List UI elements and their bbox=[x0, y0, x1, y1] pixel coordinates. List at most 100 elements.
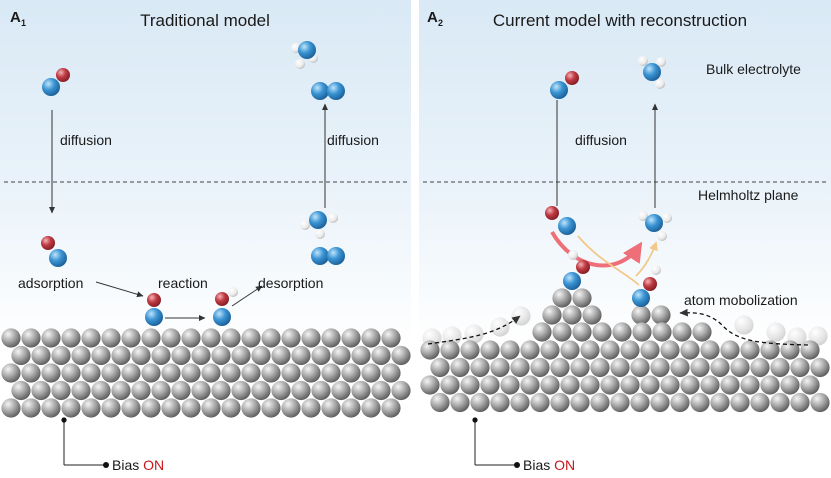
metal-atom bbox=[121, 328, 141, 348]
metal-atom bbox=[161, 398, 181, 418]
metal-atom bbox=[600, 375, 620, 395]
metal-atom bbox=[610, 392, 630, 413]
reacted-intermediate-a2 bbox=[632, 265, 661, 307]
metal-atom bbox=[61, 398, 81, 418]
metal-atom bbox=[301, 398, 321, 418]
metal-atom bbox=[51, 380, 71, 401]
product-molecule-bulk-a1 bbox=[291, 41, 318, 69]
metal-atom bbox=[261, 328, 281, 348]
reconstructed-atom bbox=[562, 305, 582, 325]
dimer-molecule-bulk-a1 bbox=[311, 82, 345, 100]
reconstructed-atom bbox=[532, 322, 552, 342]
metal-atom bbox=[241, 328, 261, 348]
metal-atom bbox=[161, 328, 181, 348]
metal-atom bbox=[770, 357, 790, 378]
metal-atom bbox=[211, 345, 231, 366]
reactant-molecule-bulk-a1 bbox=[42, 68, 70, 96]
metal-atom bbox=[141, 363, 161, 383]
diffusion-label-right: diffusion bbox=[327, 132, 379, 148]
metal-atom bbox=[351, 380, 371, 401]
metal-atom bbox=[490, 357, 510, 378]
metal-atom bbox=[540, 340, 560, 360]
electrolyte-region-a1 bbox=[0, 0, 411, 345]
metal-atom bbox=[31, 345, 51, 366]
mobilizing-atom bbox=[734, 315, 754, 335]
metal-atom bbox=[251, 380, 271, 401]
metal-atom bbox=[21, 328, 41, 348]
metal-atom bbox=[600, 340, 620, 360]
metal-atom bbox=[181, 328, 201, 348]
adsorption-arrow bbox=[95, 281, 144, 298]
metal-atom bbox=[790, 357, 810, 378]
metal-atom bbox=[321, 328, 341, 348]
metal-atom bbox=[191, 380, 211, 401]
metal-atom bbox=[91, 345, 111, 366]
product-molecule-helmholtz-a2 bbox=[638, 211, 672, 241]
metal-atom bbox=[41, 328, 61, 348]
metal-atom bbox=[201, 328, 221, 348]
metal-atom bbox=[281, 328, 301, 348]
metal-atom bbox=[610, 357, 630, 378]
metal-atom bbox=[490, 392, 510, 413]
electrode-contact-a2 bbox=[472, 417, 478, 423]
metal-atom bbox=[291, 345, 311, 366]
panel-a2-subscript: 2 bbox=[438, 18, 443, 28]
reconstructed-atom bbox=[582, 305, 602, 325]
metal-atom bbox=[430, 357, 450, 378]
metal-atom bbox=[580, 375, 600, 395]
metal-atom bbox=[71, 345, 91, 366]
reconstructed-atom bbox=[692, 322, 712, 342]
metal-atom bbox=[710, 357, 730, 378]
metal-atom bbox=[261, 398, 281, 418]
metal-atom bbox=[810, 392, 830, 413]
metal-atom bbox=[790, 392, 810, 413]
metal-atom bbox=[161, 363, 181, 383]
reconstructed-atom bbox=[572, 322, 592, 342]
metal-atom bbox=[520, 375, 540, 395]
bias-state-a2: ON bbox=[554, 457, 575, 473]
reconstructed-atom bbox=[542, 305, 562, 325]
metal-atom bbox=[780, 375, 800, 395]
metal-atom bbox=[640, 340, 660, 360]
metal-atom bbox=[680, 375, 700, 395]
mobilizing-atom bbox=[442, 326, 462, 346]
panel-a1-title: Traditional model bbox=[140, 11, 270, 30]
metal-atom bbox=[271, 380, 291, 401]
metal-atom bbox=[650, 392, 670, 413]
metal-atom bbox=[251, 345, 271, 366]
metal-atom bbox=[41, 363, 61, 383]
metal-atom bbox=[480, 375, 500, 395]
metal-atom bbox=[381, 363, 401, 383]
metal-atom bbox=[650, 357, 670, 378]
reconstruction-pathway-arrow bbox=[550, 231, 643, 268]
metal-atom bbox=[221, 328, 241, 348]
metal-atom bbox=[690, 392, 710, 413]
metal-atom bbox=[101, 363, 121, 383]
metal-atom bbox=[281, 398, 301, 418]
metal-atom bbox=[201, 398, 221, 418]
metal-atom bbox=[361, 363, 381, 383]
metal-atom bbox=[800, 375, 820, 395]
metal-atom bbox=[121, 398, 141, 418]
metal-atom bbox=[51, 345, 71, 366]
metal-atom bbox=[570, 357, 590, 378]
reconstructed-atom bbox=[631, 305, 651, 325]
reconstructed-atom bbox=[592, 322, 612, 342]
metal-atom bbox=[530, 392, 550, 413]
metal-atom bbox=[670, 357, 690, 378]
mobilizing-atom bbox=[490, 317, 510, 337]
metal-atom bbox=[560, 340, 580, 360]
metal-atom bbox=[81, 398, 101, 418]
reconstructed-atom bbox=[632, 322, 652, 342]
panel-a2-title: Current model with reconstruction bbox=[493, 11, 747, 30]
metal-atom bbox=[800, 340, 820, 360]
metal-atom bbox=[690, 357, 710, 378]
metal-atom bbox=[31, 380, 51, 401]
metal-atom bbox=[241, 363, 261, 383]
metal-atom bbox=[480, 340, 500, 360]
metal-atom bbox=[760, 375, 780, 395]
reconstructed-atom bbox=[552, 322, 572, 342]
metal-atom bbox=[171, 345, 191, 366]
reconstructed-atom bbox=[572, 288, 592, 308]
